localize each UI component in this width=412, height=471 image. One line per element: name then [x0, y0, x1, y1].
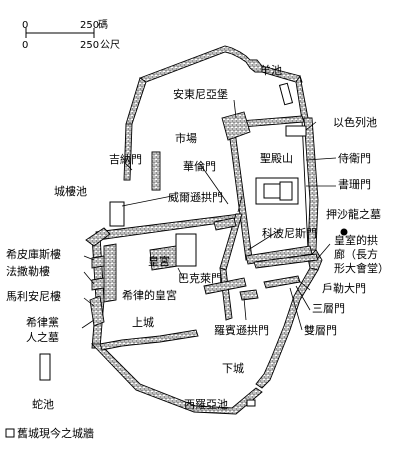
scale-top-start: 0 [22, 20, 28, 31]
label-palace: 皇宮 [148, 254, 170, 268]
label-gennath-gate: 吉納門 [109, 153, 142, 166]
label-phasael: 法撒勒樓 [6, 264, 50, 278]
scale-bottom-end: 250 [80, 40, 99, 51]
legend: 舊城現今之城牆 [5, 426, 94, 440]
label-siloam-pool: 西羅亞池 [184, 398, 228, 411]
legend-text: 舊城現今之城牆 [17, 426, 94, 440]
label-triple-gate: 戶勒大門 [322, 281, 366, 295]
label-tower-pool: 城樓池 [54, 184, 87, 198]
label-mariamne: 馬利安尼樓 [6, 289, 61, 303]
palace-rect [175, 233, 197, 267]
label-herod-tomb-1: 希律黨 [26, 315, 59, 329]
serpent-pool-rect [39, 353, 51, 381]
hasmonean-tomb-dot [340, 228, 348, 236]
label-three-gate: 三層門 [312, 302, 345, 315]
label-scribe-gate: 書珊門 [338, 177, 371, 191]
label-market: 市場 [175, 131, 197, 145]
label-barclay-gate: 巴克萊門 [178, 272, 222, 285]
label-royal-stoa-1: 皇室的拱 [334, 233, 378, 247]
tower-pool-rect [109, 201, 125, 227]
city-walls [85, 45, 323, 415]
label-double-gate: 雙層門 [304, 324, 337, 337]
scale-top-unit: 碼 [98, 19, 108, 31]
place-labels: 羊池 安東尼亞堡 市場 以色列池 聖殿山 侍衛門 吉納門 華倫門 書珊門 城樓池… [6, 63, 389, 411]
scale-bottom-unit: 公尺 [100, 39, 120, 51]
label-lower-city: 下城 [222, 362, 244, 375]
legend-swatch [5, 428, 15, 438]
label-robinson-arch: 羅賓遜拱門 [214, 323, 269, 337]
label-herod-tomb-2: 人之墓 [26, 330, 59, 344]
label-hippicus: 希皮庫斯樓 [6, 247, 61, 261]
label-pool-israel: 以色列池 [333, 115, 377, 129]
label-hasmonean-tomb: 押沙龍之墓 [326, 207, 381, 221]
label-herod-palace: 希律的皇宮 [122, 288, 177, 302]
leader-lines [81, 99, 337, 331]
label-antonia: 安東尼亞堡 [173, 87, 228, 101]
pool-israel-rect [285, 125, 307, 137]
siloam-pool-rect [246, 399, 256, 407]
label-wilson-arch: 威爾遜拱門 [168, 190, 223, 204]
label-huldah: 華倫門 [183, 159, 216, 173]
scale-bar: 0 250 碼 0 250 公尺 [22, 19, 120, 51]
temple-sanctuary [279, 181, 293, 201]
label-upper-city: 上城 [132, 316, 154, 329]
label-royal-stoa-3: 形大會堂） [334, 261, 389, 275]
sheep-pool-rect [278, 82, 294, 106]
scale-top-end: 250 [80, 20, 99, 31]
label-sheep-pool: 羊池 [260, 63, 282, 77]
scale-bottom-start: 0 [22, 40, 28, 51]
temple-inner [263, 183, 281, 199]
label-royal-stoa-2: 廊（長方 [334, 247, 378, 261]
label-guard-gate: 侍衛門 [338, 152, 371, 165]
label-coponius-gate: 科波尼斯門 [262, 226, 317, 240]
label-serpent-pool: 蛇池 [32, 397, 54, 411]
buildings [39, 82, 348, 407]
label-temple-mount: 聖殿山 [260, 152, 293, 165]
